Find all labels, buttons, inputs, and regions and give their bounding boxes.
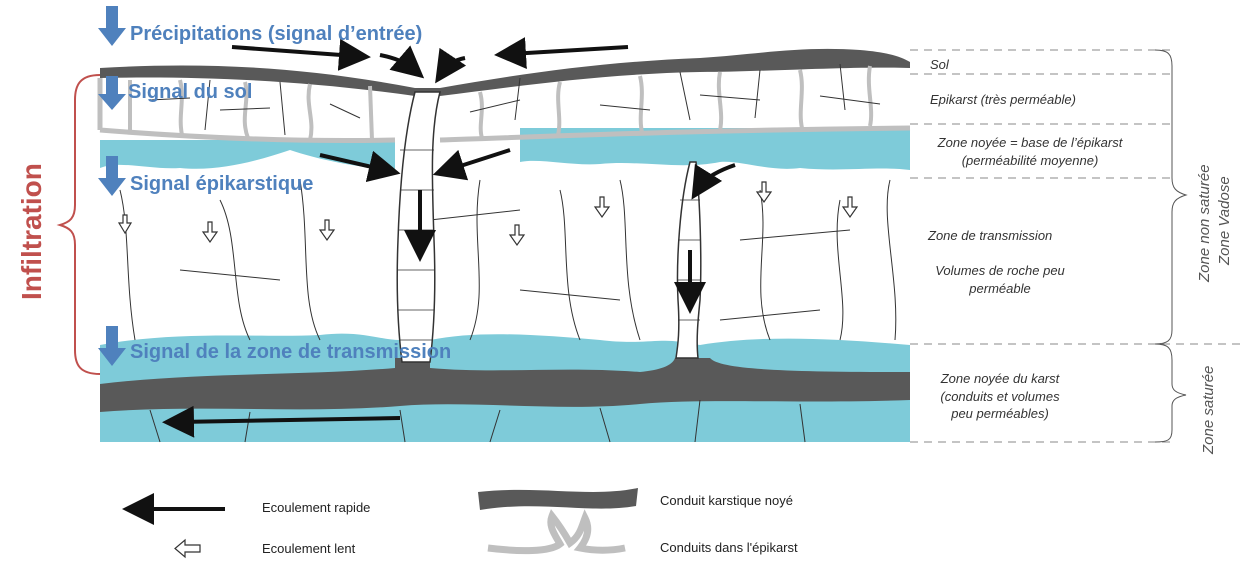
signal-transmission: Signal de la zone de transmission [130,342,451,362]
side-zone-saturee: Zone saturée [1200,366,1217,454]
legend-flooded-conduit [478,488,638,510]
legend-slow-arrow [175,540,200,557]
signal-epikarst: Signal épikarstique [130,174,313,194]
zone-volumes: Volumes de roche peu perméable [920,262,1080,297]
infiltration-brace [60,75,100,374]
shaft-hatching [398,150,700,340]
zone-volumes-line2: perméable [920,280,1080,298]
zone-karst-noyee: Zone noyée du karst (conduits et volumes… [920,370,1080,423]
legend-epikarst-conduit-label: Conduits dans l'épikarst [660,540,798,555]
zone-karst-line1: Zone noyée du karst [920,370,1080,388]
legend-slow-label: Ecoulement lent [262,541,355,556]
zone-sol: Sol [930,56,949,74]
zone-volumes-line1: Volumes de roche peu [920,262,1080,280]
zone-karst-line3: peu perméables) [920,405,1080,423]
side-zone-non-saturee: Zone non saturée [1196,164,1213,282]
legend-fast-label: Ecoulement rapide [262,500,370,515]
zone-noyee-epikarst: Zone noyée = base de l’épikarst (perméab… [920,134,1140,169]
zone-epikarst: Epikarst (très perméable) [930,91,1076,109]
zone-karst-line2: (conduits et volumes [920,388,1080,406]
legend-flooded-conduit-label: Conduit karstique noyé [660,493,793,508]
signal-soil: Signal du sol [128,82,252,102]
zone-noyee-line2: (perméabilité moyenne) [920,152,1140,170]
signal-arrows [98,6,126,366]
signal-precipitations: Précipitations (signal d’entrée) [130,24,422,44]
right-braces [1155,50,1186,442]
epikarst-flooded-zone [100,140,395,170]
infiltration-label: Infiltration [16,163,48,300]
zone-transmission: Zone de transmission [928,227,1052,245]
zone-noyee-line1: Zone noyée = base de l’épikarst [920,134,1140,152]
side-zone-vadose: Zone Vadose [1216,176,1233,265]
legend-epikarst-conduit [488,516,625,551]
